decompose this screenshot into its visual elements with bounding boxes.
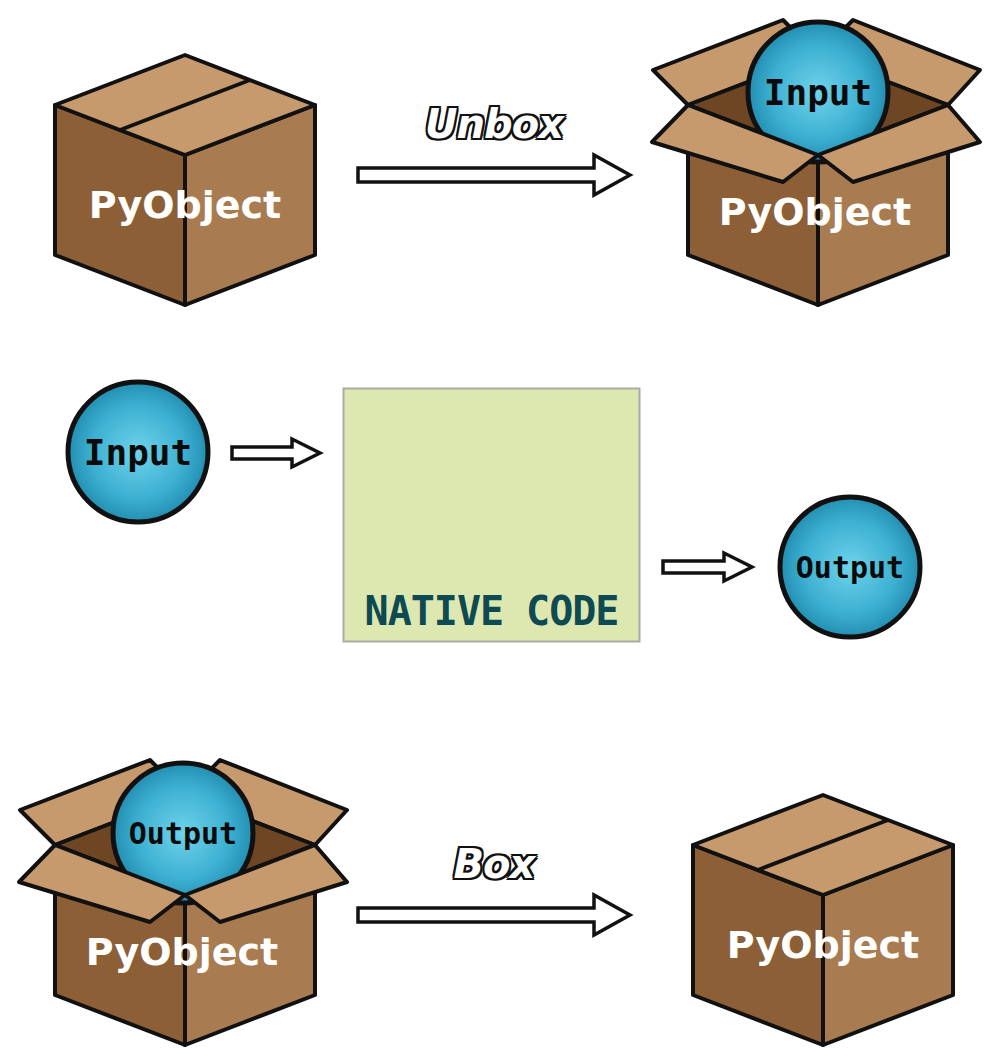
object-label: PyObject [15, 930, 349, 974]
closed-box: PyObject [693, 795, 953, 1045]
block-arrow [232, 439, 320, 467]
value-circle [748, 22, 888, 162]
box-top-face [55, 55, 315, 155]
object-label: PyObject [693, 923, 953, 967]
open-box: PyObject Output [15, 750, 349, 1045]
box-tape-line [758, 820, 888, 870]
node-outline [55, 55, 315, 305]
code-panel [344, 389, 640, 642]
box-tape-line [120, 80, 250, 130]
native-code-box: NATIVE CODE [343, 388, 640, 642]
block-arrow [358, 895, 630, 935]
value-ball: Input [745, 19, 891, 165]
box-top-face [693, 795, 953, 895]
closed-box: PyObject [55, 55, 315, 305]
value-label: Input [764, 72, 872, 113]
object-label: PyObject [55, 183, 315, 227]
value-label: Output [796, 550, 904, 585]
value-ball: Output [777, 494, 923, 640]
node-outline [693, 795, 953, 1045]
edge-label: Box [454, 841, 535, 887]
open-box: PyObject Input [648, 10, 982, 305]
object-label: PyObject [648, 190, 982, 234]
edge-label: Unbox [425, 101, 563, 147]
value-ball: Output [110, 760, 256, 906]
value-circle [68, 382, 208, 522]
value-circle [780, 497, 920, 637]
value-label: Input [84, 432, 192, 473]
value-ball: Input [65, 379, 211, 525]
value-label: Output [129, 816, 237, 851]
block-arrow [663, 553, 752, 581]
block-arrow [358, 155, 630, 195]
code-label: NATIVE CODE [365, 588, 619, 634]
value-circle [113, 763, 253, 903]
